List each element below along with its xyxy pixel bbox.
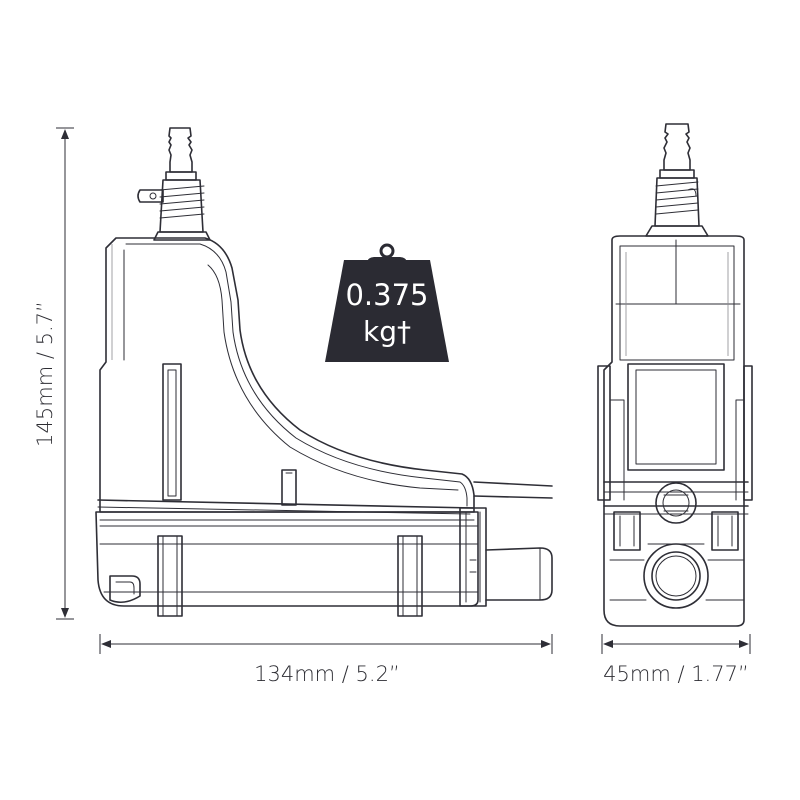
width-dimension: 134mm / 5.2” [99, 634, 553, 686]
side-clip-right [397, 535, 423, 617]
side-nozzle-tip [168, 127, 193, 173]
pump-side-view [95, 127, 553, 617]
front-outlet-port [643, 543, 709, 609]
front-inlet-port [655, 482, 697, 524]
side-inlet-tube [473, 481, 553, 499]
height-dimension: 145mm / 5.7” [33, 127, 74, 620]
height-label: 145mm / 5.7” [33, 301, 57, 447]
side-rib [162, 363, 182, 501]
front-window [627, 363, 725, 471]
side-body-outline [99, 237, 475, 513]
side-spring-clip [159, 185, 205, 219]
side-outlet-tube [485, 547, 553, 601]
depth-label: 45mm / 1.77” [603, 662, 749, 686]
width-label: 134mm / 5.2” [254, 662, 400, 686]
weight-hanger-ring [379, 243, 395, 259]
weight-badge: 0.375 kg† [325, 243, 449, 362]
side-clip-left [157, 535, 183, 617]
front-clip-right [711, 511, 739, 551]
pump-front-view [597, 123, 753, 627]
weight-unit: kg† [363, 315, 411, 348]
front-nozzle-tip [663, 123, 691, 171]
front-body-outline [603, 235, 745, 627]
weight-body-icon [325, 260, 449, 362]
side-drain-cap [109, 575, 141, 604]
depth-dimension: 45mm / 1.77” [601, 634, 751, 686]
front-clip-left [613, 511, 641, 551]
front-spring [655, 181, 699, 215]
weight-value: 0.375 [345, 278, 428, 312]
